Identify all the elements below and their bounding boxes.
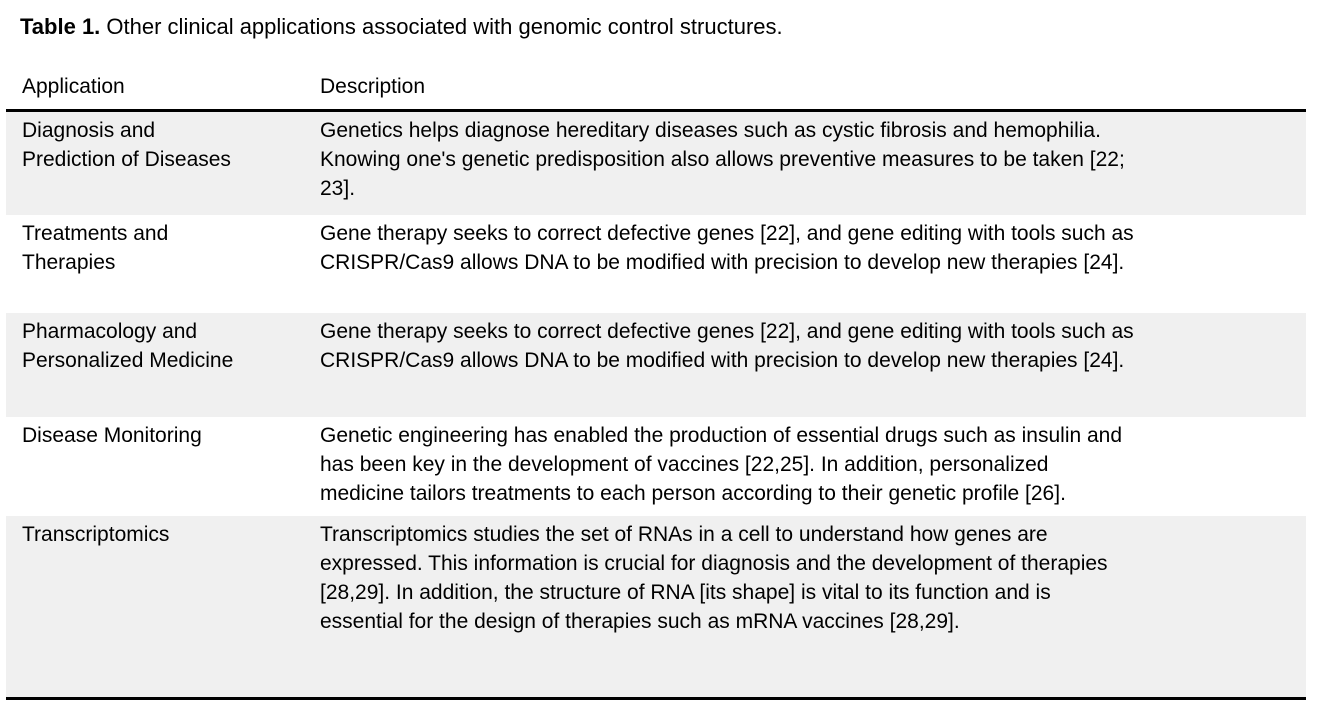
applications-table: Application Description Diagnosis and Pr…	[6, 72, 1306, 700]
table-row: Treatments and Therapies Gene therapy se…	[6, 215, 1306, 313]
column-header-application: Application	[22, 75, 125, 98]
table-row: Transcriptomics Transcriptomics studies …	[6, 516, 1306, 697]
column-header-description: Description	[320, 75, 426, 98]
table-row: Disease Monitoring Genetic engineering h…	[6, 417, 1306, 516]
description-cell: Genetics helps diagnose hereditary disea…	[320, 119, 1125, 200]
description-cell: Transcriptomics studies the set of RNAs …	[320, 523, 1108, 633]
description-cell: Gene therapy seeks to correct defective …	[320, 222, 1134, 274]
table-caption: Table 1. Other clinical applications ass…	[6, 0, 1306, 42]
description-cell: Genetic engineering has enabled the prod…	[320, 424, 1123, 505]
table-caption-text: Other clinical applications associated w…	[106, 14, 783, 39]
application-cell: Transcriptomics	[22, 523, 170, 546]
application-cell: Diagnosis and Prediction of Diseases	[22, 119, 231, 171]
table-body: Diagnosis and Prediction of Diseases Gen…	[6, 112, 1306, 700]
application-cell: Treatments and Therapies	[22, 222, 169, 274]
table-header-row: Application Description	[6, 72, 1306, 112]
table-caption-label: Table 1.	[20, 14, 101, 39]
application-cell: Pharmacology and Personalized Medicine	[22, 320, 234, 372]
application-cell: Disease Monitoring	[22, 424, 202, 447]
table-row: Pharmacology and Personalized Medicine G…	[6, 313, 1306, 417]
table-row: Diagnosis and Prediction of Diseases Gen…	[6, 112, 1306, 215]
description-cell: Gene therapy seeks to correct defective …	[320, 320, 1134, 372]
table-figure: Table 1. Other clinical applications ass…	[6, 0, 1306, 700]
